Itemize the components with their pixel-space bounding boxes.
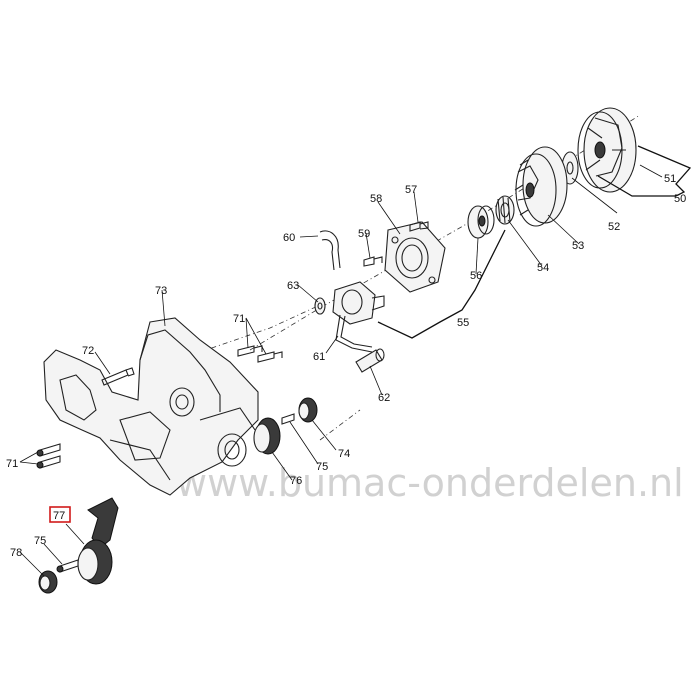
leader-lines (19, 164, 663, 577)
label-50: 50 (674, 193, 686, 205)
label-71-left: 71 (6, 458, 18, 470)
clutch-drum-53 (514, 146, 568, 227)
label-63: 63 (287, 280, 299, 292)
label-61: 61 (313, 351, 325, 363)
label-53: 53 (572, 240, 584, 252)
fitting-62 (355, 348, 385, 373)
label-60: 60 (283, 232, 295, 244)
label-52: 52 (608, 221, 620, 233)
av-buffer-77 (77, 539, 113, 585)
needle-bearing-54 (495, 195, 515, 225)
label-51: 51 (664, 173, 676, 185)
oil-pump-55 (332, 281, 385, 325)
label-73: 73 (155, 285, 167, 297)
label-76: 76 (290, 475, 302, 487)
cap-78 (38, 570, 58, 594)
av-buffer-76 (253, 417, 281, 455)
crankcase-housing-73 (43, 317, 259, 496)
hose-60 (319, 230, 341, 271)
clutch-assembly-51 (577, 107, 637, 193)
label-55: 55 (457, 317, 469, 329)
label-57: 57 (405, 184, 417, 196)
label-56: 56 (470, 270, 482, 282)
screws-71-top (237, 345, 283, 363)
screw-75-right (281, 413, 295, 425)
group-brackets (377, 145, 692, 339)
screw-59 (363, 256, 383, 267)
label-75-left: 75 (34, 535, 46, 547)
screw-75-left (56, 559, 79, 573)
screw-72 (101, 367, 135, 386)
pump-cover-58 (384, 221, 446, 293)
highlight-box-77 (49, 506, 71, 523)
label-77: 77 (53, 510, 65, 522)
watermark-text: www.bumac-onderdelen.nl (176, 461, 684, 505)
label-72: 72 (82, 345, 94, 357)
label-74: 74 (338, 448, 350, 460)
label-54: 54 (537, 262, 549, 274)
oil-line-61 (335, 314, 373, 353)
label-75-right: 75 (316, 461, 328, 473)
screw-57 (409, 221, 429, 232)
cap-74 (298, 397, 318, 423)
label-78: 78 (10, 547, 22, 559)
screws-71-left (36, 443, 61, 469)
label-62: 62 (378, 392, 390, 404)
label-59: 59 (358, 228, 370, 240)
drive-disc-56 (467, 205, 495, 239)
label-71-top: 71 (233, 313, 245, 325)
label-58: 58 (370, 193, 382, 205)
part-labels: 51 50 52 53 54 56 57 58 59 60 63 55 61 6… (6, 173, 686, 559)
